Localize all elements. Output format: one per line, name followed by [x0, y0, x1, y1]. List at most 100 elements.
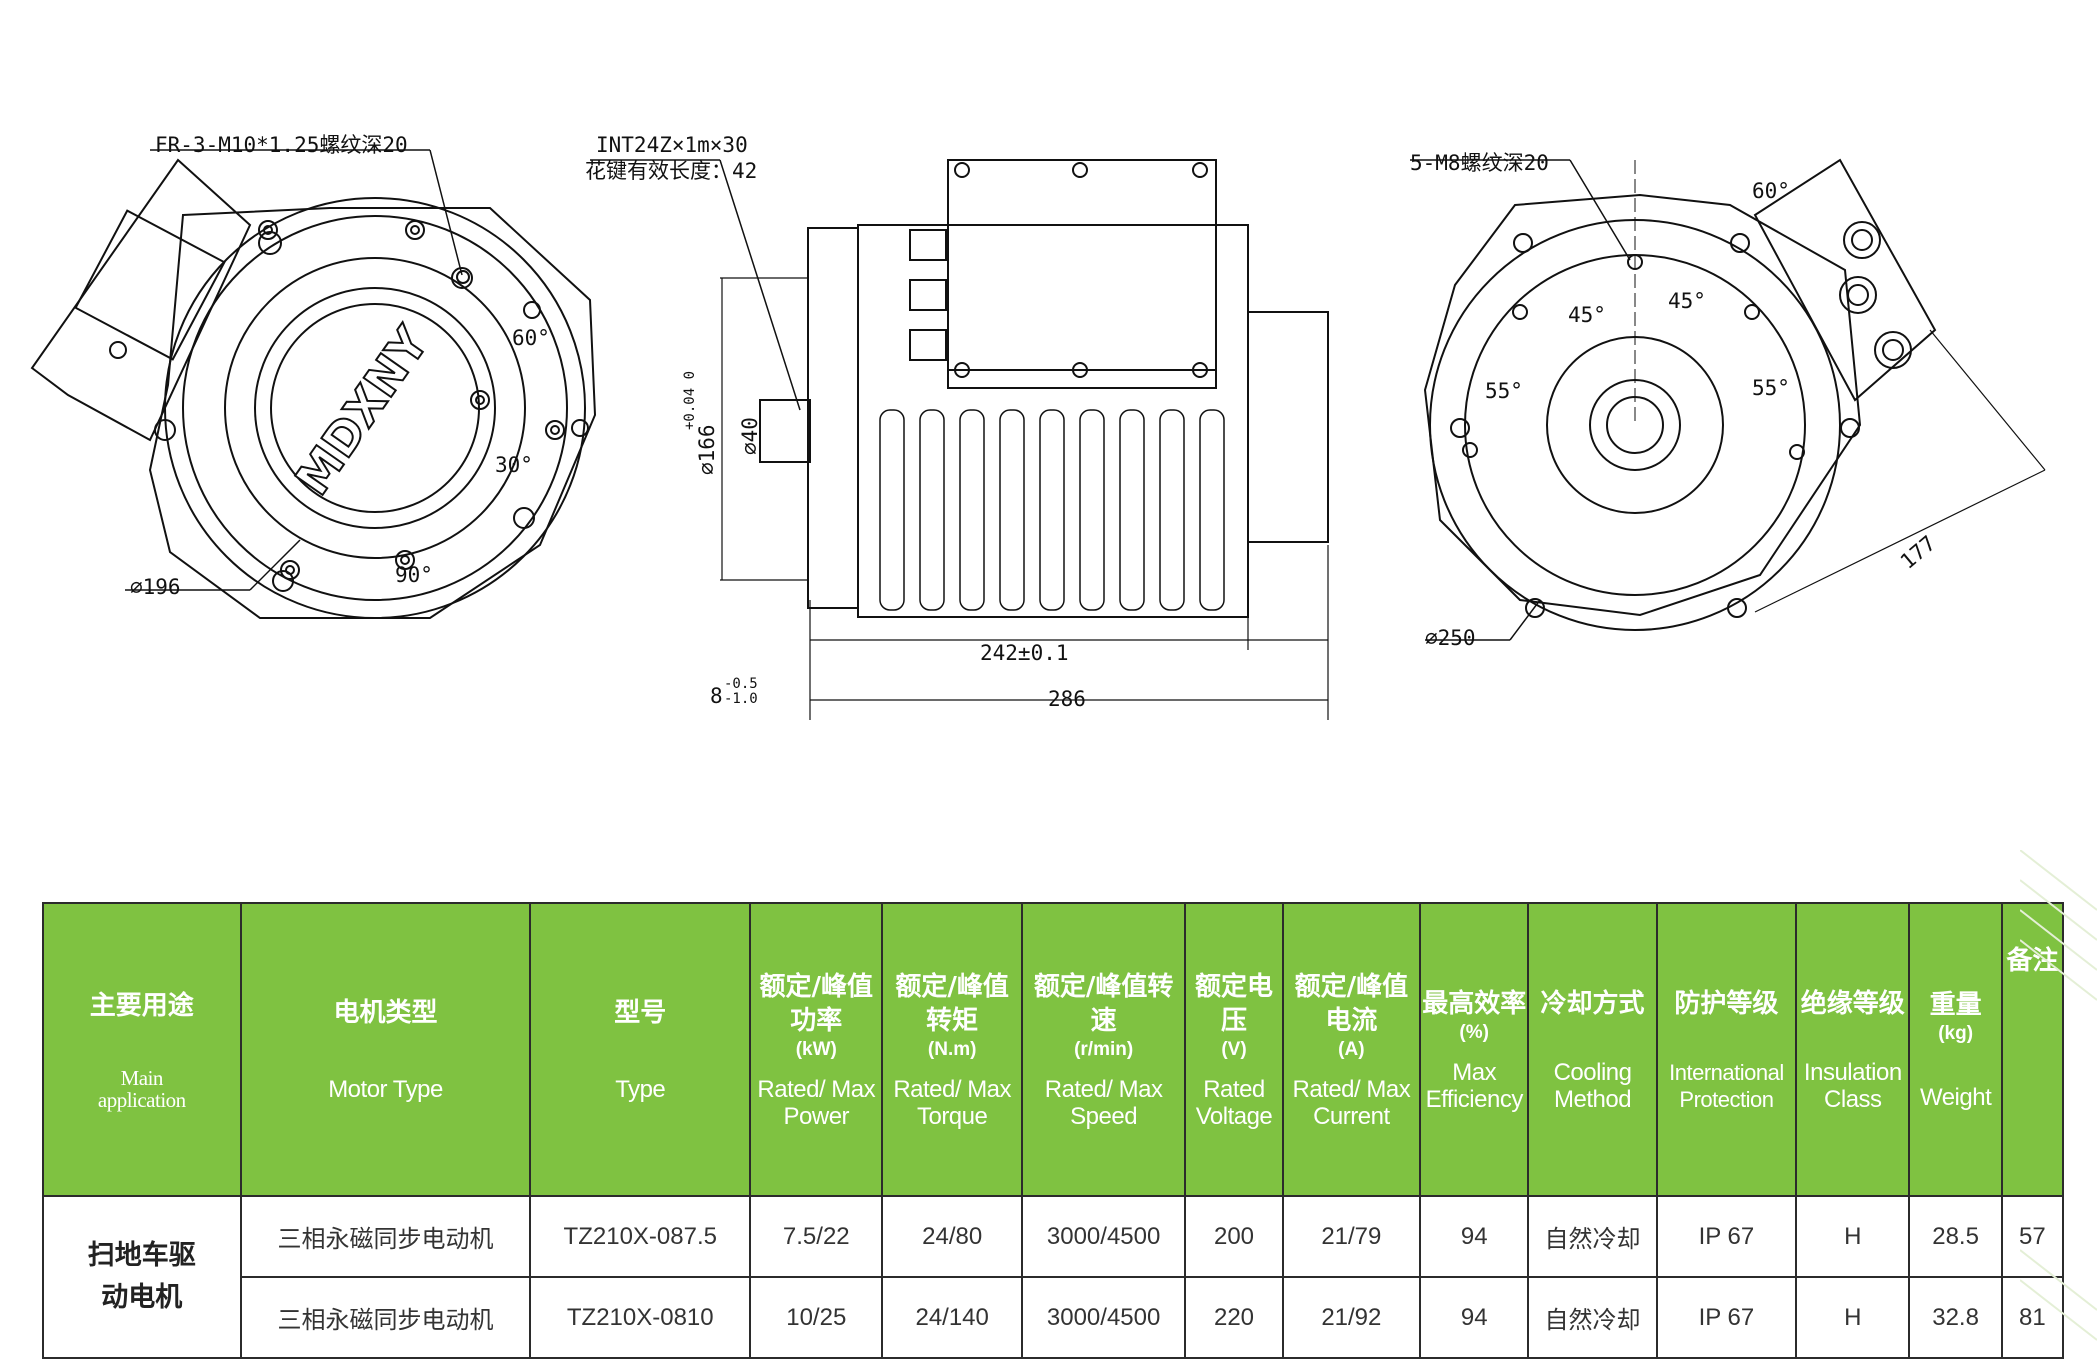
- header-unit: (A): [1338, 1038, 1365, 1060]
- header-weight: 重量 (kg) Weight: [1908, 902, 2003, 1197]
- cell-voltage: 200: [1184, 1195, 1284, 1278]
- right-thread-note: 5-M8螺纹深20: [1410, 151, 1549, 175]
- cell-weight: 32.8: [1908, 1276, 2003, 1359]
- cell-power: 10/25: [749, 1276, 884, 1359]
- right-dim-177: 177: [1896, 531, 1940, 574]
- header-zh: 额定/峰值功率: [759, 971, 874, 1036]
- cell-protection: IP 67: [1655, 1276, 1798, 1359]
- pilot-tol-upper: -0.5: [724, 676, 758, 692]
- header-torque: 额定/峰值转矩 (N.m) Rated/ Max Torque: [881, 902, 1023, 1197]
- right-angle-60: 60°: [1752, 179, 1790, 203]
- application-cell: 扫地车驱动电机: [42, 1195, 242, 1359]
- header-zh: 额定/峰值转速: [1033, 971, 1174, 1036]
- header-row: 主要用途 Main application 电机类型 Motor Type 型号…: [42, 902, 2065, 1197]
- header-en: Rated/ Max Torque: [893, 1075, 1012, 1130]
- header-speed: 额定/峰值转速 (r/min) Rated/ Max Speed: [1020, 902, 1187, 1197]
- header-efficiency: 最高效率 (%) Max Efficiency: [1419, 902, 1530, 1197]
- cell-motor-type: 三相永磁同步电动机: [239, 1195, 532, 1278]
- header-en: Insulation Class: [1803, 1058, 1902, 1113]
- spline-spec: INT24Z×1m×30: [596, 133, 748, 157]
- header-main-application: 主要用途 Main application: [42, 902, 242, 1197]
- decorative-stripes: [2020, 850, 2097, 1341]
- right-angle-55a: 55°: [1485, 379, 1523, 403]
- cell-torque: 24/140: [881, 1276, 1023, 1359]
- header-en: Max Efficiency: [1425, 1058, 1524, 1113]
- header-unit: (kg): [1938, 1023, 1974, 1044]
- spline-length: 花键有效长度：42: [585, 159, 757, 183]
- right-end-view: 5-M8螺纹深20 60° 45° 45° 55° 55° 177 ⌀250: [1410, 151, 2046, 650]
- header-zh: 额定/峰值转矩: [895, 971, 1009, 1036]
- table-row: 扫地车驱动电机 三相永磁同步电动机 TZ210X-087.5 7.5/22 24…: [42, 1195, 2065, 1359]
- left-thread-note: FR-3-M10*1.25螺纹深20: [155, 133, 408, 157]
- header-unit: (N.m): [927, 1038, 977, 1060]
- header-zh: 备注: [2006, 946, 2059, 976]
- left-diameter: ⌀196: [130, 575, 181, 599]
- cell-cooling: 自然冷却: [1527, 1276, 1658, 1359]
- right-angle-45a: 45°: [1568, 303, 1606, 327]
- header-en: Cooling Method: [1553, 1058, 1632, 1113]
- left-angle-60: 60°: [512, 326, 550, 350]
- cell-efficiency: 94: [1419, 1276, 1530, 1359]
- pilot-tol-lower: -1.0: [724, 691, 758, 707]
- header-en: Rated/ Max Power: [757, 1075, 876, 1130]
- header-zh: 型号: [614, 998, 667, 1028]
- right-angle-45b: 45°: [1668, 289, 1706, 313]
- header-en: Rated/ Max Current: [1292, 1075, 1411, 1130]
- cell-insulation: H: [1795, 1276, 1911, 1359]
- header-remarks: 备注: [2000, 902, 2065, 1197]
- technical-drawing: FR-3-M10*1.25螺纹深20 MDXNY 60° 30° 90° ⌀19…: [30, 133, 2046, 720]
- header-zh: 最高效率: [1422, 988, 1527, 1019]
- header-zh: 电机类型: [333, 998, 438, 1028]
- cell-efficiency: 94: [1419, 1195, 1530, 1278]
- cell-weight: 28.5: [1908, 1195, 2003, 1278]
- header-zh: 额定电压: [1194, 971, 1273, 1036]
- header-en: Main application: [97, 1065, 186, 1112]
- cell-speed: 3000/4500: [1020, 1195, 1187, 1278]
- header-protection: 防护等级 International Protection: [1655, 902, 1798, 1197]
- header-zh: 重量: [1929, 990, 1982, 1020]
- side-view: INT24Z×1m×30 花键有效长度：42 ⌀40 ⌀166 +0.04 0 …: [585, 133, 1329, 720]
- header-insulation: 绝缘等级 Insulation Class: [1795, 902, 1911, 1197]
- cell-current: 21/79: [1281, 1195, 1422, 1278]
- header-zh: 额定/峰值电流: [1294, 971, 1409, 1036]
- header-unit: (V): [1221, 1038, 1247, 1060]
- header-unit: (%): [1459, 1021, 1489, 1043]
- cell-cooling: 自然冷却: [1527, 1195, 1658, 1278]
- header-current: 额定/峰值电流 (A) Rated/ Max Current: [1281, 902, 1422, 1197]
- header-en: Motor Type: [328, 1076, 443, 1103]
- header-voltage: 额定电压 (V) Rated Voltage: [1184, 902, 1284, 1197]
- cell-remarks: 57: [2000, 1195, 2065, 1278]
- header-zh: 冷却方式: [1540, 988, 1645, 1019]
- header-en: Rated Voltage: [1195, 1075, 1273, 1130]
- flange-tolerance: +0.04 0: [682, 371, 698, 430]
- cell-current: 21/92: [1281, 1276, 1422, 1359]
- brand-logo: MDXNY: [285, 316, 439, 504]
- header-zh: 主要用途: [89, 990, 194, 1021]
- cell-power: 7.5/22: [749, 1195, 884, 1278]
- header-power: 额定/峰值功率 (kW) Rated/ Max Power: [749, 902, 884, 1197]
- header-en: International Protection: [1669, 1059, 1784, 1112]
- cell-type: TZ210X-0810: [529, 1276, 752, 1359]
- left-angle-90: 90°: [395, 563, 433, 587]
- total-length: 286: [1048, 687, 1086, 711]
- header-motor-type: 电机类型 Motor Type: [239, 902, 532, 1197]
- pilot-depth: 8: [710, 684, 723, 708]
- left-end-view: FR-3-M10*1.25螺纹深20 MDXNY 60° 30° 90° ⌀19…: [30, 133, 597, 619]
- cell-torque: 24/80: [881, 1195, 1023, 1278]
- header-en: Rated/ Max Speed: [1044, 1075, 1163, 1130]
- cell-protection: IP 67: [1655, 1195, 1798, 1278]
- left-angle-30: 30°: [495, 453, 533, 477]
- header-zh: 绝缘等级: [1800, 988, 1905, 1019]
- right-diameter: ⌀250: [1425, 626, 1476, 650]
- cell-type: TZ210X-087.5: [529, 1195, 752, 1278]
- body-length: 242±0.1: [980, 641, 1069, 665]
- cell-insulation: H: [1795, 1195, 1911, 1278]
- cell-motor-type: 三相永磁同步电动机: [239, 1276, 532, 1359]
- header-zh: 防护等级: [1674, 988, 1779, 1019]
- header-unit: (r/min): [1074, 1038, 1134, 1060]
- spec-table: 主要用途 Main application 电机类型 Motor Type 型号…: [42, 902, 2065, 1359]
- header-en: Type: [615, 1076, 666, 1103]
- shaft-diameter: ⌀40: [738, 417, 762, 455]
- header-cooling: 冷却方式 Cooling Method: [1527, 902, 1658, 1197]
- flange-diameter: ⌀166: [695, 424, 719, 475]
